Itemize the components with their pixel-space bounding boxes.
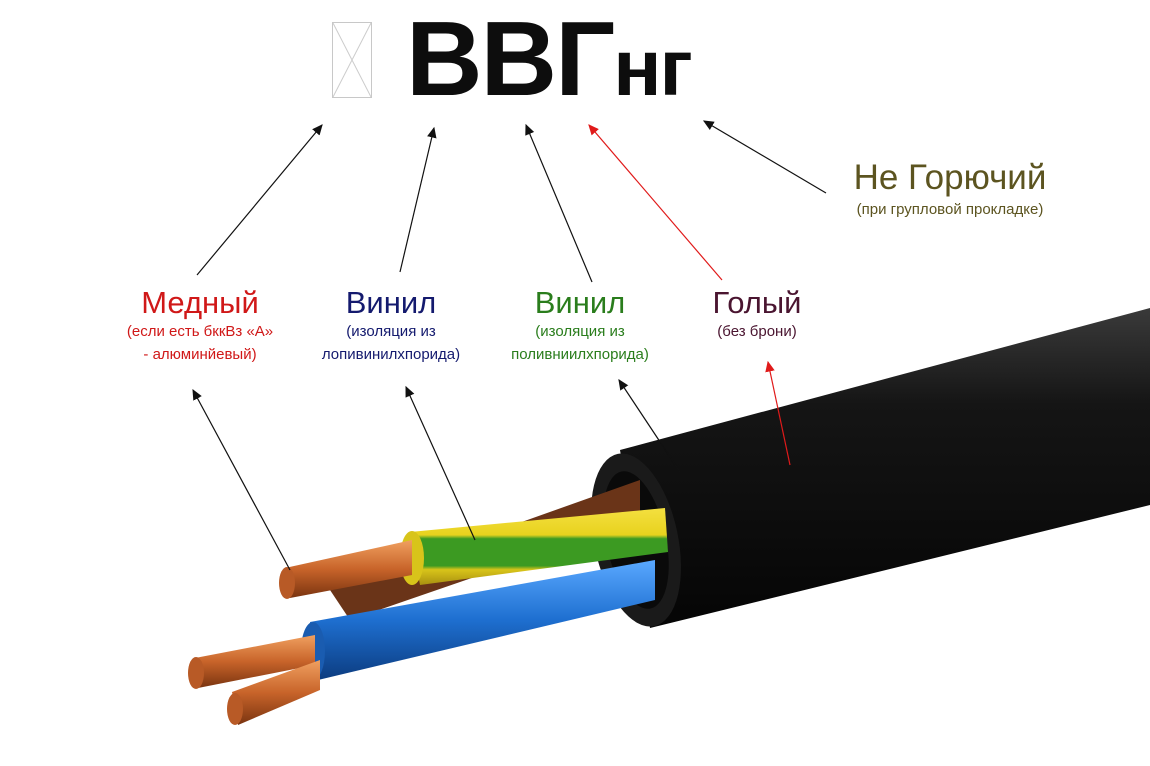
label-non-flammable: Не Горючий (при групловой прокладке) [854, 158, 1047, 221]
label-main: Винил [345, 285, 437, 320]
label-sub: - алюминйевый) [143, 346, 257, 363]
arrow [525, 123, 593, 283]
title-big: ВВГ [406, 0, 615, 118]
copper-core [195, 635, 315, 688]
copper-core [285, 540, 412, 598]
label-sub: (без брони) [717, 323, 797, 340]
arrow [618, 378, 681, 473]
yellow-green-wire [410, 508, 668, 585]
arrow-red [765, 360, 791, 466]
label-main: Медный [141, 285, 259, 320]
blue-wire [310, 560, 655, 680]
label-vinyl-insulation: Винил (изоляция из лопивинилхпорида) [322, 286, 460, 366]
label-main: Винил [534, 285, 626, 320]
arrow [405, 385, 476, 541]
arrow-red [588, 124, 723, 281]
label-main: Не Горючий [853, 158, 1047, 197]
label-copper: Медный (если есть бккВз «А» - алюминйевы… [127, 286, 273, 366]
label-sub: лопивинилхпорида) [321, 346, 461, 363]
title-small: нг [613, 23, 693, 112]
arrow [196, 124, 323, 276]
label-sub: (изоляция из [535, 323, 625, 340]
cable-jacket [620, 308, 1150, 628]
broken-image-placeholder [332, 22, 372, 98]
copper-core [232, 660, 320, 725]
label-sub: (при групловой прокладке) [856, 201, 1044, 218]
arrow [702, 120, 827, 194]
arrow [399, 126, 437, 273]
arrow [192, 388, 291, 571]
label-main: Голый [712, 285, 802, 320]
label-sub: поливниилхпорида) [511, 346, 649, 363]
label-sub: (если есть бккВз «А» [126, 323, 274, 340]
label-bare: Голый (без брони) [713, 286, 802, 343]
label-vinyl-sheath: Винил (изоляция из поливниилхпорида) [511, 286, 649, 366]
cable-mark-title: ВВГнг [406, 4, 693, 123]
label-sub: (изоляция из [346, 323, 436, 340]
